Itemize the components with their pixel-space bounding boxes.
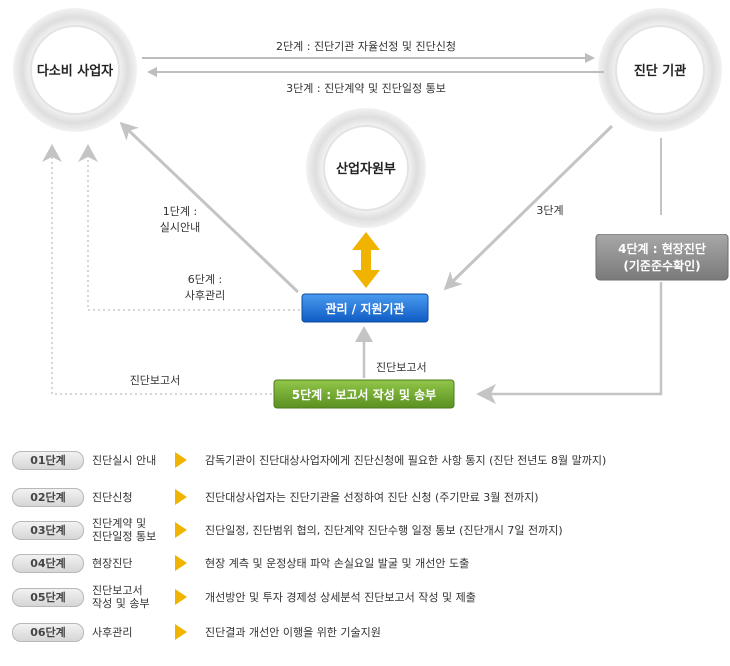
step-name: 진단계약 및 진단일정 통보 [92, 517, 157, 543]
step3-side-arrow [443, 124, 614, 291]
report-left-arrowhead [42, 144, 62, 162]
smes-node: 다소비 사업자 [13, 8, 137, 132]
step-row: 04단계 현장진단 현장 계측 및 운정상태 파악 손실요일 발굴 및 개선안 도출 [12, 548, 722, 578]
step-row: 02단계 진단신청 진단대상사업자는 진단기관을 선정하여 진단 신청 (주기만료 … [12, 482, 722, 512]
arrow-right-icon [175, 555, 187, 571]
management-box: 관리 / 지원기관 [301, 293, 429, 323]
step-row: 06단계 사후관리 진단결과 개선안 이행을 위한 기술지원 [12, 617, 722, 647]
arrow-right-icon [175, 489, 187, 505]
ministry-management-double-arrow [352, 232, 380, 288]
arrow-right-icon [175, 522, 187, 538]
agency-label: 진단 기관 [634, 63, 686, 79]
step6-path [87, 154, 300, 311]
step-badge: 03단계 [12, 521, 84, 540]
step3-top-label: 3단계 : 진단계약 및 진단일정 통보 [286, 81, 446, 95]
step5-box: 5단계 : 보고서 작성 및 송부 [273, 379, 455, 409]
step-name: 사후관리 [92, 625, 133, 639]
step-badge: 02단계 [12, 488, 84, 507]
step6-label-2: 사후관리 [185, 289, 225, 302]
step-badge: 01단계 [12, 451, 84, 470]
step-badge: 04단계 [12, 554, 84, 573]
step-row: 01단계 진단실시 안내 감독기관이 진단대상사업자에게 진단신청에 필요한 사항 … [12, 445, 722, 475]
step-description: 진단일정, 진단범위 협의, 진단계약 진단수행 일정 통보 (진단개시 7일 … [205, 524, 563, 537]
arrow-right-icon [175, 624, 187, 640]
step-description: 진단대상사업자는 진단기관을 선정하여 진단 신청 (주기만료 3월 전까지) [205, 491, 539, 504]
step-row: 05단계 진단보고서 작성 및 송부 개선방안 및 투자 경제성 상세분석 진단보고… [12, 582, 722, 612]
step1-arrow [119, 121, 300, 294]
step-name: 진단신청 [92, 490, 133, 504]
step4-box: 4단계 : 현장진단 (기준준수확인) [595, 230, 729, 281]
step-description: 감독기관이 진단대상사업자에게 진단신청에 필요한 사항 통지 (진단 전년도 … [205, 454, 607, 467]
step-name: 진단실시 안내 [92, 453, 157, 467]
step6-label-1: 6단계 : [188, 273, 222, 286]
step-row: 03단계 진단계약 및 진단일정 통보 진단일정, 진단범위 협의, 진단계약 진단… [12, 515, 722, 545]
step-description: 현장 계측 및 운정상태 파악 손실요일 발굴 및 개선안 도출 [205, 557, 470, 570]
report-up-label: 진단보고서 [376, 361, 427, 374]
ministry-label: 산업자원부 [336, 161, 396, 177]
agency-node: 진단 기관 [598, 8, 722, 132]
step6-arrowhead [78, 144, 98, 162]
step5-label: 5단계 : 보고서 작성 및 송부 [292, 387, 436, 402]
step4-label-2: (기준준수확인) [623, 258, 700, 273]
step-name: 현장진단 [92, 556, 133, 570]
process-diagram: 다소비 사업자 진단 기관 산업자원부 2단계 : 진단기관 자율선정 및 진단… [13, 8, 729, 409]
step-description: 진단결과 개선안 이행을 위한 기술지원 [205, 626, 381, 639]
step2-label: 2단계 : 진단기관 자율선정 및 진단신청 [276, 40, 456, 53]
ministry-node: 산업자원부 [306, 108, 426, 228]
management-label: 관리 / 지원기관 [326, 301, 405, 316]
report-up-arrowhead [355, 326, 373, 342]
step1-label-1: 1단계 : [163, 205, 197, 218]
step-description: 개선방안 및 투자 경제성 상세분석 진단보고서 작성 및 제출 [205, 591, 476, 604]
step-badge: 05단계 [12, 588, 84, 607]
step-badge: 06단계 [12, 623, 84, 642]
report-left-label: 진단보고서 [130, 374, 181, 387]
report-left-path [51, 154, 272, 395]
smes-label: 다소비 사업자 [37, 63, 113, 79]
arrow-right-icon [175, 589, 187, 605]
step4-label-1: 4단계 : 현장진단 [618, 241, 706, 256]
step1-label-2: 실시안내 [160, 221, 200, 234]
step3-side-label: 3단계 [536, 204, 563, 217]
step4-to-step5-arrowhead [476, 384, 496, 404]
arrow-right-icon [175, 452, 187, 468]
step4-to-step5-path [482, 282, 663, 396]
step-name: 진단보고서 작성 및 송부 [92, 584, 150, 610]
